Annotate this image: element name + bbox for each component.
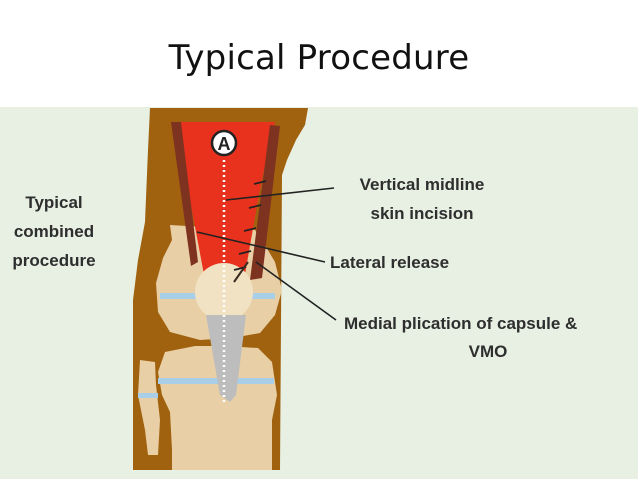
tibial-cartilage xyxy=(158,378,274,384)
femoral-cartilage-right xyxy=(248,293,275,299)
callout-medial-plication-line-2: VMO xyxy=(469,342,508,361)
leader-midline-incision xyxy=(225,187,335,201)
lateral-release-incision xyxy=(233,261,249,283)
leader-lines xyxy=(196,187,337,321)
fibula xyxy=(138,360,160,455)
callout-lateral-release: Lateral release xyxy=(330,253,449,272)
figure-background xyxy=(0,107,638,479)
callout-midline-incision-line-2: skin incision xyxy=(371,204,474,223)
marker-a-label: A xyxy=(218,134,231,154)
callout-midline-incision-line-1: Vertical midline xyxy=(360,175,485,194)
left-caption-line-2: combined xyxy=(14,222,94,241)
left-caption-line-1: Typical xyxy=(25,193,82,212)
callout-medial-plication-line-1: Medial plication of capsule & xyxy=(344,314,577,333)
femoral-cartilage-left xyxy=(160,293,200,299)
fibular-cartilage xyxy=(138,393,158,398)
slide-title: Typical Procedure xyxy=(168,38,470,78)
left-caption-line-3: procedure xyxy=(12,251,95,270)
leader-lateral-release xyxy=(196,231,326,263)
lateral-muscle-strip xyxy=(171,122,198,266)
tibia xyxy=(158,346,277,470)
marker-a: A xyxy=(210,129,238,157)
vmo-muscle-strip xyxy=(250,125,280,280)
leader-medial-plication xyxy=(255,261,337,321)
patellar-tendon xyxy=(206,315,246,402)
